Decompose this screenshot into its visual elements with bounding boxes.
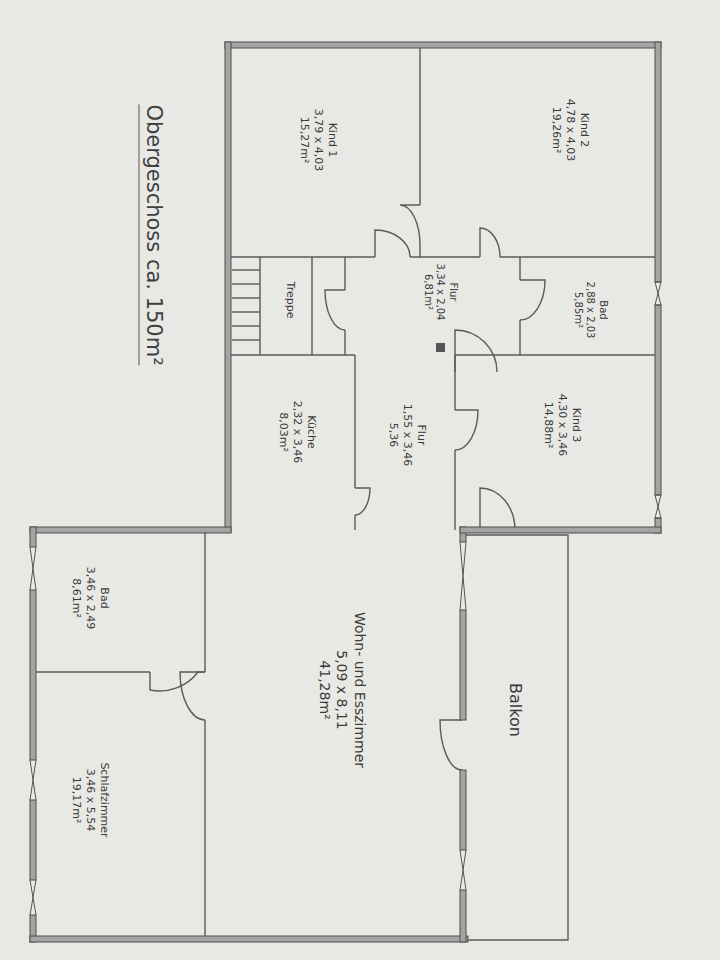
room-dimension: 41,28m² — [316, 612, 334, 768]
room-dimension: 14,88m² — [541, 394, 555, 457]
room-name: Treppe — [283, 282, 297, 319]
room-dimension: 5,85m² — [571, 282, 584, 339]
room-label: Flur3,34 x 2,046,81m² — [421, 264, 459, 321]
plan-title: Obergeschoss ca. 150m² — [139, 104, 166, 365]
room-name: Küche — [304, 401, 318, 464]
room-label: Bad3,46 x 2,498,61m² — [69, 567, 110, 630]
room-dimension: 8,03m² — [276, 401, 290, 464]
room-area: Flur1,55 x 3,465,36 — [355, 355, 455, 530]
room-name: Bad — [97, 567, 111, 630]
room-label: Bad2,88 x 2,035,85m² — [571, 282, 609, 339]
room-area: Küche2,32 x 3,468,03m² — [228, 355, 355, 530]
room-dimension: 6,81m² — [421, 264, 434, 321]
room-name: Flur — [414, 404, 428, 467]
room-name: Schlafzimmer — [97, 762, 111, 837]
room-label: Küche2,32 x 3,468,03m² — [276, 401, 317, 464]
room-name: Kind 2 — [577, 99, 591, 162]
room-name: Flur — [446, 264, 459, 321]
room-area: Balkon — [468, 535, 568, 940]
room-area: Bad3,46 x 2,498,61m² — [32, 530, 205, 672]
room-area: Bad2,88 x 2,035,85m² — [520, 257, 655, 355]
room-name: Kind 3 — [569, 394, 583, 457]
room-label: Kind 24,78 x 4,0319,26m² — [549, 99, 590, 162]
room-dimension: 8,61m² — [69, 567, 83, 630]
room-dimension: 3,34 x 2,04 — [434, 264, 447, 321]
room-label: Wohn- und Esszimmer5,09 x 8,1141,28m² — [316, 612, 369, 768]
room-dimension: 2,32 x 3,46 — [290, 401, 304, 464]
room-label: Treppe — [283, 282, 297, 319]
room-dimension: 1,55 x 3,46 — [400, 404, 414, 467]
room-dimension: 4,30 x 3,46 — [555, 394, 569, 457]
room-dimension: 5,36 — [386, 404, 400, 467]
room-dimension: 3,79 x 4,03 — [311, 109, 325, 172]
room-label: Kind 34,30 x 3,4614,88m² — [541, 394, 582, 457]
room-label: Balkon — [505, 683, 525, 737]
room-dimension: 4,78 x 4,03 — [563, 99, 577, 162]
room-name: Kind 1 — [325, 109, 339, 172]
room-dimension: 19,17m² — [69, 762, 83, 837]
room-area: Kind 24,78 x 4,0319,26m² — [420, 45, 655, 257]
room-area: Kind 34,30 x 3,4614,88m² — [455, 355, 655, 530]
room-area: Flur3,34 x 2,046,81m² — [345, 257, 520, 355]
room-area: Schlafzimmer3,46 x 5,5419,17m² — [32, 672, 205, 940]
room-label: Schlafzimmer3,46 x 5,5419,17m² — [69, 762, 110, 837]
room-label: Kind 13,79 x 4,0315,27m² — [297, 109, 338, 172]
room-area: Treppe — [228, 257, 345, 355]
room-name: Wohn- und Esszimmer — [351, 612, 369, 768]
room-dimension: 19,26m² — [549, 99, 563, 162]
room-area: Wohn- und Esszimmer5,09 x 8,1141,28m² — [205, 530, 462, 940]
room-dimension: 2,88 x 2,03 — [584, 282, 597, 339]
room-area: Kind 13,79 x 4,0315,27m² — [228, 45, 420, 257]
room-dimension: 3,46 x 2,49 — [83, 567, 97, 630]
room-name: Bad — [596, 282, 609, 339]
room-label: Flur1,55 x 3,465,36 — [386, 404, 427, 467]
room-name: Balkon — [505, 683, 525, 737]
room-dimension: 5,09 x 8,11 — [333, 612, 351, 768]
room-dimension: 15,27m² — [297, 109, 311, 172]
room-dimension: 3,46 x 5,54 — [83, 762, 97, 837]
